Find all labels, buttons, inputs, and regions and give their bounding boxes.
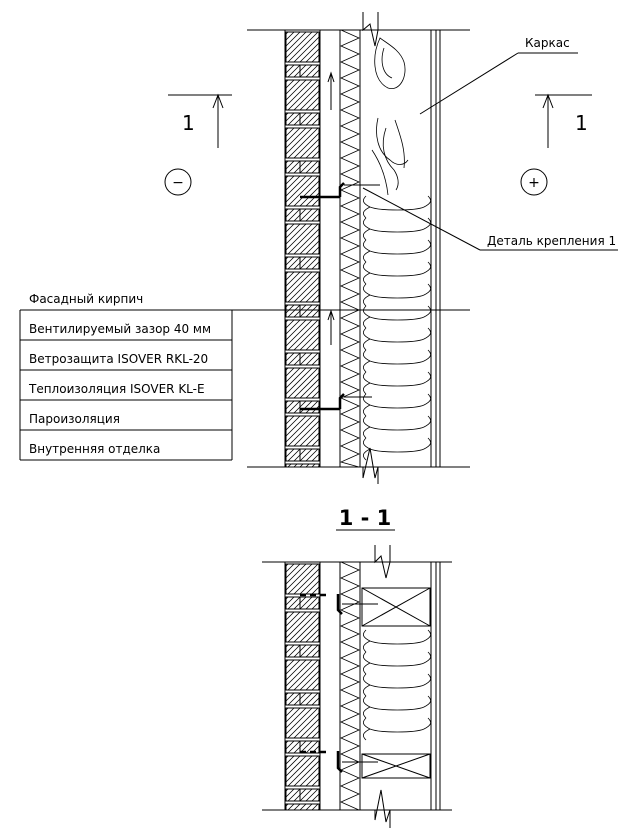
frame-label: Каркас [525,36,570,50]
insulation-loop [362,629,432,653]
brick [285,611,320,643]
brick [285,707,320,739]
insulation-loop [362,261,432,285]
brick [285,596,320,610]
brick [285,223,320,255]
brick [285,160,320,174]
fixing-bracket [300,393,372,411]
layer-label-vapor-barrier: Пароизоляция [29,412,120,426]
brick [285,415,320,447]
wooden-frame-stud [371,37,409,196]
brick [285,400,320,414]
brick [285,803,320,811]
inside-zone-sign: + [528,175,540,191]
insulation-loop [362,239,432,263]
insulation-loop [362,283,432,307]
brick [285,788,320,802]
main-wall-section [19,12,618,484]
brick [285,271,320,303]
wind-barrier-layer [340,561,360,811]
section-mark-right-number: 1 [575,111,588,135]
fixing-bracket [300,593,378,615]
layer-label-interior-finish: Внутренняя отделка [29,442,160,456]
insulation-loop [362,217,432,241]
break-line-bottom [374,789,391,828]
brick [285,31,320,63]
insulation-loop [362,327,432,351]
insulation-loop [362,695,432,719]
outside-zone-symbol [164,168,192,196]
brick [285,256,320,270]
insulation-loop [362,717,432,741]
brick [285,692,320,706]
air-flow-arrow [327,309,335,345]
brick [285,319,320,351]
insulation-loop [362,651,432,675]
layer-label-facade-brick: Фасадный кирпич [29,292,143,306]
section-title: 1 - 1 [339,506,392,530]
insulation-loop [362,415,432,439]
fixing-leader [362,187,481,251]
break-line-top [374,545,391,579]
section-mark-left [168,93,232,148]
fixing-detail-label: Деталь крепления 1 [487,234,616,248]
brick [285,659,320,691]
brick [285,64,320,78]
wind-barrier-layer [339,29,360,468]
brick [285,644,320,658]
brick [285,127,320,159]
facade-brick-layer [285,563,320,811]
brick [285,304,320,318]
section-mark-left-number: 1 [182,111,195,135]
insulation-loop [362,305,432,329]
fixing-bracket [300,750,378,773]
frame-blocking [361,587,431,627]
layer-legend-lines [19,309,233,461]
insulation-loop [362,673,432,697]
air-flow-arrow [327,71,335,110]
brick [285,208,320,222]
fixing-bracket [300,182,380,199]
frame-blocking [361,753,431,779]
insulation-loop [362,349,432,373]
break-line-bottom [362,447,379,484]
brick [285,175,320,207]
break-line-top [362,12,379,47]
section-1-1 [262,529,452,828]
insulation-loop [362,393,432,417]
brick [285,755,320,787]
brick [285,79,320,111]
insulation-layer [362,195,432,461]
layer-label-wind-barrier: Ветрозащита ISOVER RKL-20 [29,352,208,366]
outside-zone-sign: − [172,175,184,191]
brick [285,448,320,462]
insulation-loop [362,371,432,395]
insulation-loop [362,437,432,461]
insulation-layer [362,629,432,741]
section-mark-right [535,93,592,148]
facade-brick-layer [285,31,320,468]
brick [285,352,320,366]
brick [285,367,320,399]
frame-leader [419,52,519,115]
layer-label-insulation: Теплоизоляция ISOVER KL-E [28,382,205,396]
brick [285,112,320,126]
insulation-loop [362,195,432,219]
inside-zone-symbol [520,168,548,196]
layer-label-air-gap: Вентилируемый зазор 40 мм [29,322,211,336]
